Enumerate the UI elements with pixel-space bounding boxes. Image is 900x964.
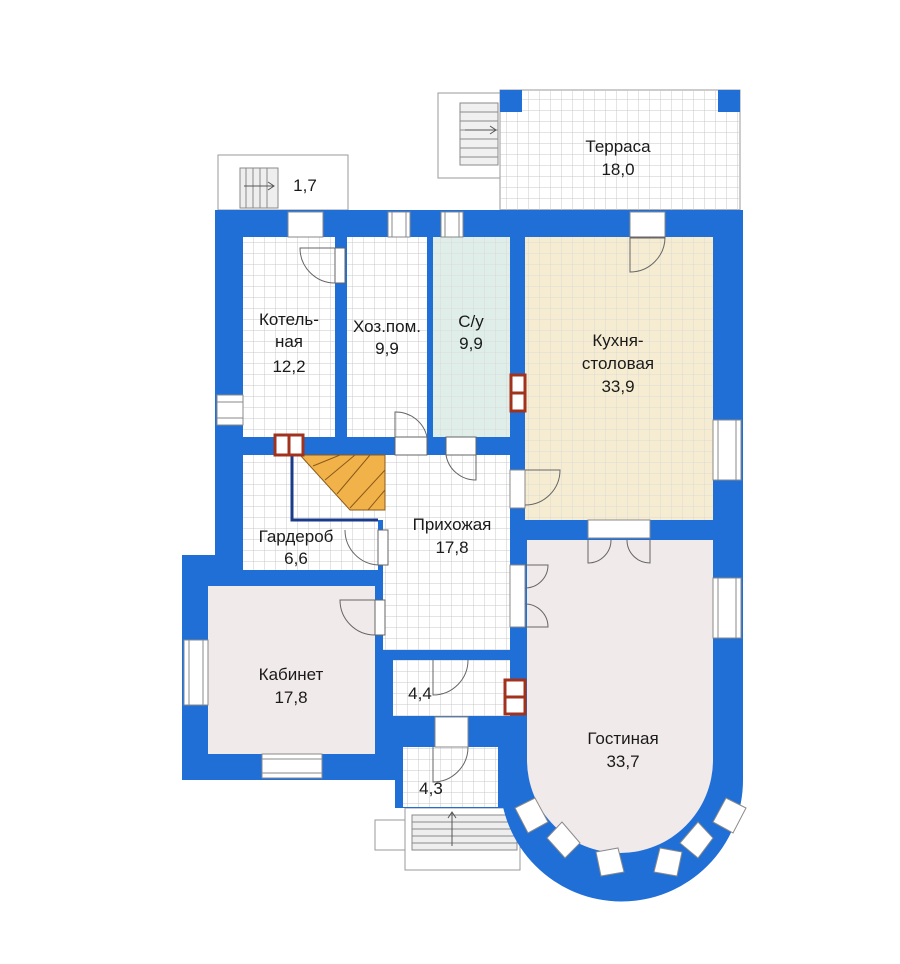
entrance-steps [374, 807, 521, 871]
room-storage [347, 237, 427, 437]
office-name: Кабинет [259, 665, 324, 684]
windows [183, 211, 742, 779]
room-hall [290, 455, 510, 650]
terrace-area: 18,0 [601, 160, 634, 179]
bathroom-area: 9,9 [459, 334, 483, 353]
terrace-stair-icon [460, 111, 498, 158]
boiler-name-line1: Котель- [259, 310, 319, 329]
bathroom-name: С/у [458, 312, 484, 331]
stair [290, 440, 386, 522]
storage-area: 9,9 [375, 339, 399, 358]
room-kitchen [525, 237, 713, 520]
wardrobe-name: Гардероб [259, 527, 334, 546]
kitchen-name-line1: Кухня- [592, 331, 643, 350]
vestibule-area: 4,4 [408, 684, 432, 703]
porch-small-area: 1,7 [293, 176, 317, 195]
room-office [208, 586, 375, 754]
hall-name: Прихожая [413, 515, 492, 534]
living-area: 33,7 [606, 752, 639, 771]
living-name: Гостиная [587, 729, 658, 748]
storage-name: Хоз.пом. [353, 317, 421, 336]
chimney-icon [273, 373, 527, 716]
hall-area: 17,8 [435, 538, 468, 557]
room-entrance [403, 747, 498, 807]
room-bathroom [433, 237, 510, 437]
porch-stair-icon [244, 168, 275, 208]
room-boiler [243, 237, 335, 437]
entrance-area: 4,3 [419, 779, 443, 798]
kitchen-name-line2: столовая [582, 354, 654, 373]
terrace-name: Терраса [585, 137, 651, 156]
bay-windows [514, 797, 747, 877]
office-area: 17,8 [274, 688, 307, 707]
boiler-area: 12,2 [272, 357, 305, 376]
doors [299, 236, 666, 783]
room-vestibule [393, 660, 510, 716]
boiler-name-line2: ная [275, 332, 303, 351]
kitchen-area: 33,9 [601, 377, 634, 396]
terrace [437, 89, 741, 211]
porch-small [217, 154, 349, 211]
wardrobe-area: 6,6 [284, 549, 308, 568]
room-living [527, 540, 713, 853]
